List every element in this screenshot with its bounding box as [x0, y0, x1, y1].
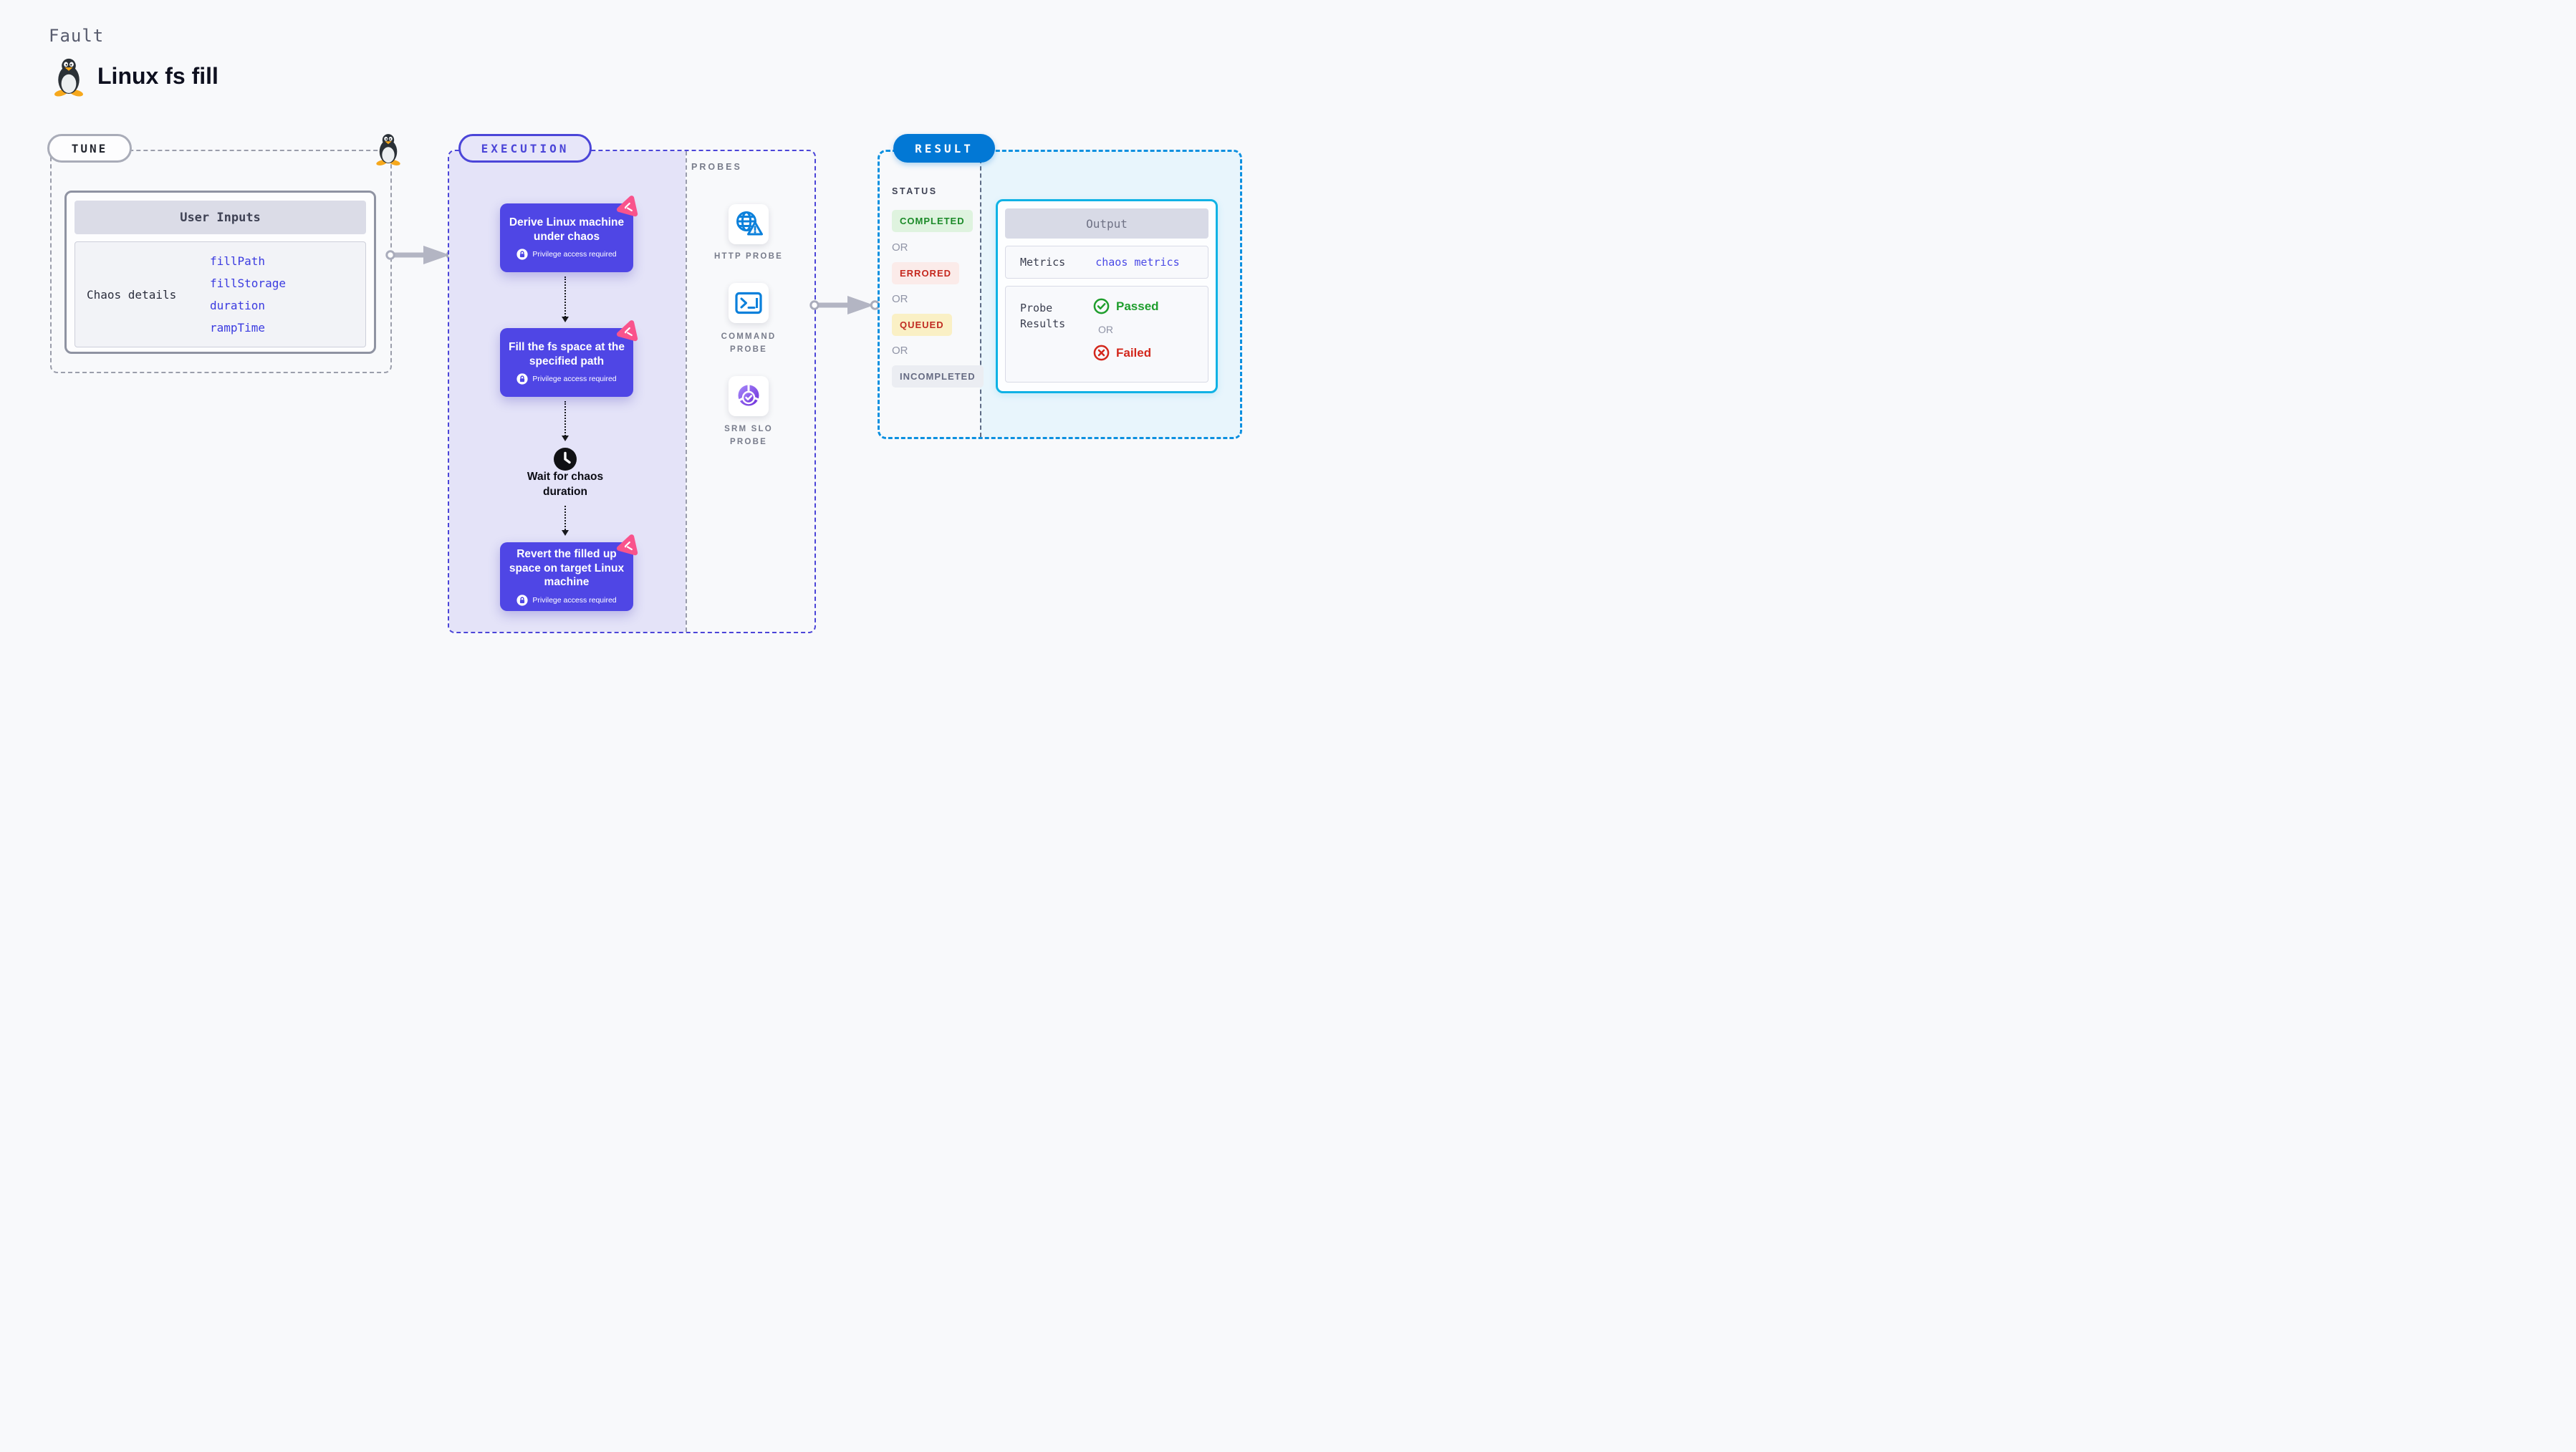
tune-pill: TUNE	[47, 134, 132, 163]
srm-slo-probe-card	[729, 376, 769, 416]
failed-label: Failed	[1116, 345, 1152, 360]
probe-results-label: Probe Results	[1020, 302, 1066, 330]
metrics-label: Metrics	[1020, 256, 1066, 269]
probe-results-row: Probe Results Passed OR Failed	[1005, 286, 1208, 383]
output-card: Output Metrics chaos metrics Probe Resul…	[996, 199, 1218, 393]
step-title: Revert the filled up space on target Lin…	[509, 547, 625, 589]
probe-passed-item: Passed	[1093, 298, 1159, 314]
probe-failed-item: Failed	[1093, 345, 1159, 361]
or-separator: OR	[892, 293, 908, 305]
lock-icon	[516, 595, 529, 607]
flow-connector-down	[562, 401, 569, 441]
result-status-divider	[980, 152, 981, 437]
chaos-fault-icon	[616, 532, 642, 558]
param-list: fillPath fillStorage duration rampTime	[210, 242, 365, 347]
output-header: Output	[1005, 208, 1208, 239]
status-badge-completed: COMPLETED	[892, 210, 973, 232]
user-inputs-header: User Inputs	[75, 201, 366, 234]
step-derive-machine: Derive Linux machine under chaos Privile…	[500, 203, 633, 272]
chaos-fault-icon	[616, 318, 642, 344]
or-separator: OR	[1098, 324, 1113, 335]
page-title: Linux fs fill	[97, 63, 218, 89]
privilege-note: Privilege access required	[516, 249, 617, 261]
check-circle-icon	[1093, 298, 1110, 314]
probe-results-values: Passed OR Failed	[1093, 298, 1159, 361]
privilege-label: Privilege access required	[532, 375, 617, 384]
clock-icon	[554, 448, 577, 471]
param-fillpath[interactable]: fillPath	[210, 254, 266, 268]
flow-arrow-execution-to-result	[809, 295, 880, 315]
privilege-label: Privilege access required	[532, 596, 617, 605]
fault-label: Fault	[49, 26, 105, 46]
privilege-note: Privilege access required	[516, 595, 617, 607]
http-probe-label: HTTP PROBE	[714, 252, 783, 261]
step-fill-fs-space: Fill the fs space at the specified path …	[500, 328, 633, 397]
param-duration[interactable]: duration	[210, 299, 266, 312]
tune-zone	[50, 150, 392, 373]
user-inputs-card: User Inputs Chaos details fillPath fillS…	[64, 191, 376, 354]
fault-diagram-canvas: Fault Linux fs fill TUNE User Inputs Cha…	[0, 0, 1288, 726]
status-badge-incompleted: INCOMPLETED	[892, 365, 984, 388]
slo-gauge-icon	[738, 385, 759, 406]
execution-probes-divider	[686, 151, 687, 632]
x-circle-icon	[1093, 345, 1110, 361]
linux-penguin-icon	[375, 134, 401, 166]
param-ramptime[interactable]: rampTime	[210, 321, 266, 335]
or-separator: OR	[892, 241, 908, 254]
chaos-metrics-link[interactable]: chaos metrics	[1095, 256, 1180, 269]
or-separator: OR	[892, 345, 908, 357]
srm-slo-probe-label: SRM SLO PROBE	[724, 425, 773, 446]
passed-label: Passed	[1116, 299, 1159, 313]
flow-connector-down	[562, 506, 569, 536]
metrics-row: Metrics chaos metrics	[1005, 246, 1208, 279]
command-probe-label: COMMAND PROBE	[721, 332, 777, 354]
flow-connector-down	[562, 277, 569, 322]
command-probe-card	[729, 283, 769, 323]
privilege-label: Privilege access required	[532, 250, 617, 259]
chaos-details-label: Chaos details	[87, 287, 177, 302]
flow-arrow-tune-to-execution	[385, 245, 456, 265]
linux-penguin-icon	[54, 58, 84, 97]
http-probe-card	[729, 204, 769, 244]
result-pill: RESULT	[893, 134, 995, 163]
param-fillstorage[interactable]: fillStorage	[210, 277, 286, 290]
status-badge-errored: ERRORED	[892, 262, 960, 284]
step-title: Fill the fs space at the specified path	[509, 340, 625, 367]
lock-icon	[516, 249, 529, 261]
chaos-details-row: Chaos details fillPath fillStorage durat…	[75, 241, 366, 347]
lock-icon	[516, 373, 529, 385]
execution-pill: EXECUTION	[458, 134, 592, 163]
step-title: Derive Linux machine under chaos	[509, 216, 625, 243]
chaos-fault-icon	[616, 193, 642, 219]
privilege-note: Privilege access required	[516, 373, 617, 385]
globe-alert-icon	[736, 211, 763, 236]
probes-section-label: PROBES	[691, 162, 742, 172]
step-revert-space: Revert the filled up space on target Lin…	[500, 542, 633, 611]
status-badge-queued: QUEUED	[892, 314, 952, 336]
wait-step-label: Wait for chaos duration	[527, 471, 604, 498]
status-heading: STATUS	[892, 186, 938, 196]
terminal-icon	[735, 292, 762, 314]
